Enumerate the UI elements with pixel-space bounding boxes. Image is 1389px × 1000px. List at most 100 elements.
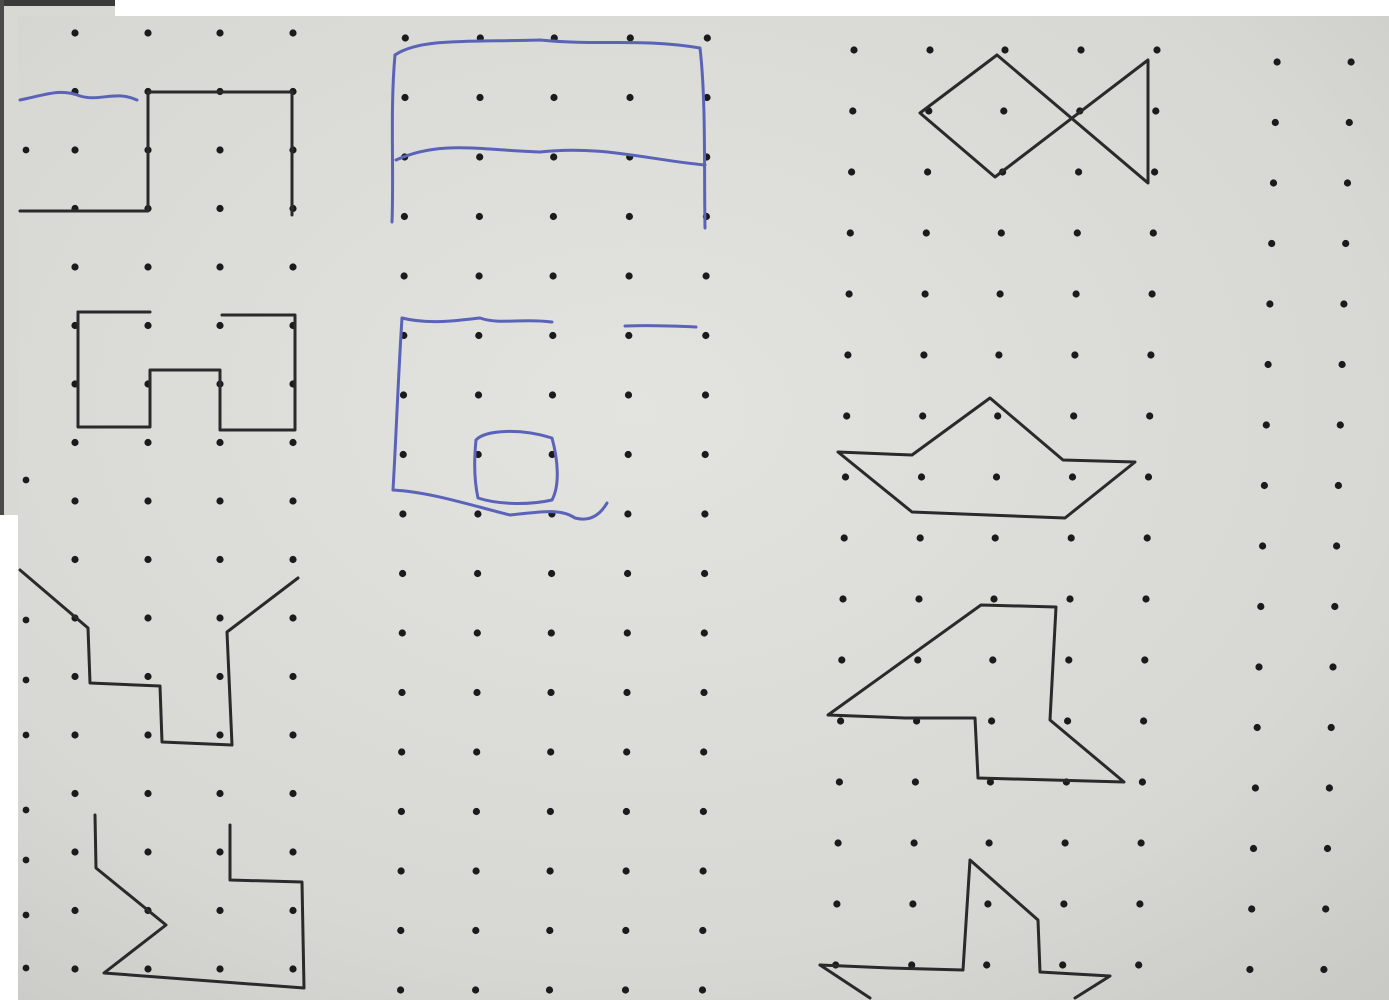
grid-dot xyxy=(216,790,223,797)
grid-dot xyxy=(399,629,406,636)
grid-dot xyxy=(71,263,78,270)
grid-dot xyxy=(144,263,151,270)
grid-dot xyxy=(702,391,709,398)
grid-dot xyxy=(475,391,482,398)
grid-dot xyxy=(1337,421,1344,428)
grid-dot xyxy=(701,570,708,577)
grid-dot xyxy=(23,677,30,684)
grid-dot xyxy=(623,808,630,815)
grid-dot xyxy=(1270,179,1277,186)
grid-dot xyxy=(1322,905,1329,912)
grid-dot xyxy=(71,146,78,153)
grid-dot xyxy=(289,965,296,972)
grid-dot xyxy=(701,510,708,517)
grid-dot xyxy=(71,439,78,446)
grid-dot xyxy=(1263,421,1270,428)
grid-dot xyxy=(700,689,707,696)
grid-dot xyxy=(71,965,78,972)
grid-dot xyxy=(917,534,924,541)
grid-dot xyxy=(702,332,709,339)
grid-dot xyxy=(1252,784,1259,791)
grid-dot xyxy=(926,46,933,53)
grid-dot xyxy=(1153,46,1160,53)
grid-dot xyxy=(289,263,296,270)
grid-dot xyxy=(476,153,483,160)
grid-dot xyxy=(1255,663,1262,670)
grid-dot xyxy=(844,351,851,358)
grid-dot xyxy=(144,497,151,504)
grid-dot xyxy=(399,510,406,517)
grid-dot xyxy=(550,272,557,279)
grid-dot xyxy=(626,213,633,220)
grid-dot xyxy=(1348,58,1355,65)
grid-dot xyxy=(216,731,223,738)
grid-dot xyxy=(289,29,296,36)
grid-dot xyxy=(289,790,296,797)
grid-dot xyxy=(23,477,30,484)
grid-dot xyxy=(1346,119,1353,126)
grid-dot xyxy=(1142,595,1149,602)
grid-dot xyxy=(476,272,483,279)
grid-dot xyxy=(1059,961,1066,968)
grid-dot xyxy=(1074,229,1081,236)
grid-dot xyxy=(703,272,710,279)
grid-dot xyxy=(216,673,223,680)
grid-dot xyxy=(837,717,844,724)
grid-dot xyxy=(1001,46,1008,53)
grid-dot xyxy=(23,965,30,972)
grid-dot xyxy=(71,790,78,797)
grid-dot xyxy=(1141,656,1148,663)
grid-dot xyxy=(401,272,408,279)
grid-dot xyxy=(1077,46,1084,53)
grid-dot xyxy=(398,867,405,874)
grid-dot xyxy=(701,629,708,636)
grid-dot xyxy=(625,332,632,339)
grid-dot xyxy=(1139,778,1146,785)
grid-dot xyxy=(1324,845,1331,852)
grid-dot xyxy=(71,29,78,36)
grid-dot xyxy=(216,907,223,914)
grid-dot xyxy=(839,595,846,602)
grid-dot xyxy=(399,570,406,577)
grid-dot xyxy=(71,848,78,855)
grid-dot xyxy=(474,570,481,577)
grid-dot xyxy=(627,34,634,41)
grid-dot xyxy=(993,473,1000,480)
sheet-shadow-left xyxy=(0,0,4,515)
grid-dot xyxy=(71,731,78,738)
grid-dot xyxy=(622,986,629,993)
grid-dot xyxy=(1152,107,1159,114)
grid-dot xyxy=(401,94,408,101)
grid-dot xyxy=(398,689,405,696)
grid-dot xyxy=(914,656,921,663)
grid-dot xyxy=(699,927,706,934)
grid-dot xyxy=(216,848,223,855)
grid-dot xyxy=(289,439,296,446)
grid-dot xyxy=(216,322,223,329)
grid-dot xyxy=(398,748,405,755)
grid-dot xyxy=(918,473,925,480)
grid-dot xyxy=(289,848,296,855)
grid-dot xyxy=(144,965,151,972)
grid-dot xyxy=(700,808,707,815)
grid-dot xyxy=(835,839,842,846)
grid-dot xyxy=(23,807,30,814)
grid-dot xyxy=(1272,119,1279,126)
grid-dot xyxy=(922,290,929,297)
grid-dot xyxy=(1146,412,1153,419)
grid-dot xyxy=(23,912,30,919)
grid-dot xyxy=(1000,107,1007,114)
grid-dot xyxy=(1060,900,1067,907)
grid-dot xyxy=(920,351,927,358)
grid-dot xyxy=(1070,412,1077,419)
grid-dot xyxy=(915,595,922,602)
grid-dot xyxy=(1257,603,1264,610)
grid-dot xyxy=(1149,290,1156,297)
grid-dot xyxy=(998,229,1005,236)
grid-dot xyxy=(995,351,1002,358)
grid-dot xyxy=(1266,300,1273,307)
grid-dot xyxy=(1261,482,1268,489)
grid-dot xyxy=(700,867,707,874)
grid-dot xyxy=(992,534,999,541)
grid-dot xyxy=(547,689,554,696)
